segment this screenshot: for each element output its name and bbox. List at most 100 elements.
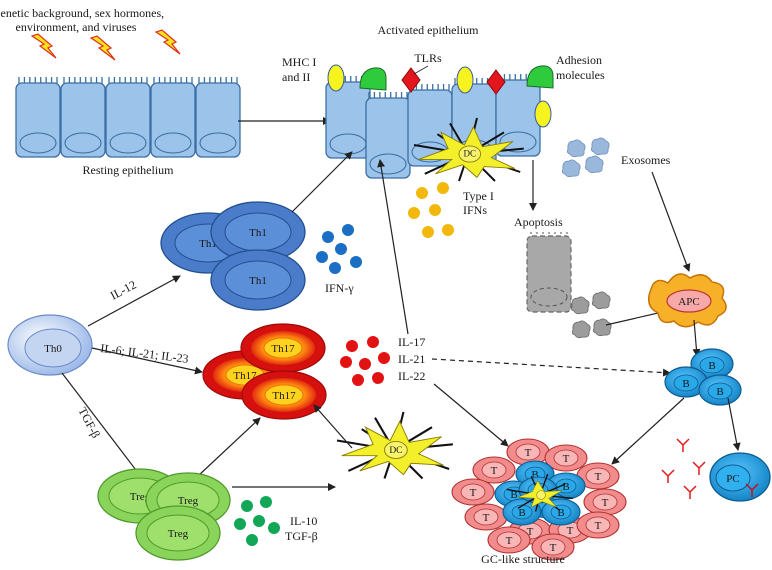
b-label: B: [518, 507, 525, 519]
b-cell-nucleus: [699, 356, 725, 374]
b-label: B: [531, 469, 538, 481]
t-label: T: [550, 542, 557, 554]
arrow-th0-to-th1: [87, 275, 181, 327]
dendritic-cell-top: DC: [413, 117, 524, 182]
resting-epithelial-cell: [150, 77, 196, 158]
cytokine-dot: [241, 500, 253, 512]
antibody-icon: [683, 485, 697, 499]
type1-ifn-label-line1: Type I: [463, 189, 494, 203]
antibody-icons: [661, 438, 759, 499]
t-cell-nucleus: [553, 449, 579, 467]
dc-label: DC: [464, 149, 477, 159]
cytokine-dot: [359, 358, 371, 370]
exosome: [566, 139, 586, 158]
adhesion-molecule-marker: [526, 65, 554, 89]
th1-label: Th1: [249, 275, 267, 287]
t-label: T: [483, 512, 490, 524]
tlrs-label: TLRs: [414, 51, 442, 65]
il10-dots: [234, 496, 280, 546]
arrow-b-to-pc: [727, 397, 741, 451]
cytokine-dot: [378, 352, 390, 364]
t-cell-nucleus: [496, 531, 522, 549]
exosome: [592, 318, 612, 337]
cytokine-dot: [260, 496, 272, 508]
resting-epithelial-cell: [195, 77, 241, 158]
t-label: T: [602, 497, 609, 509]
t-label: T: [563, 453, 570, 465]
th17-nucleus: [264, 384, 304, 406]
lightning-icon: [30, 33, 57, 59]
il21-label: IL-21: [398, 352, 425, 366]
cell-body: [150, 82, 196, 158]
cytokine-dot: [234, 518, 246, 530]
antibody-icon: [692, 461, 706, 475]
t-cell-nucleus: [585, 516, 611, 534]
microvilli: [153, 77, 193, 87]
tlrs-pointer: [413, 65, 429, 75]
cell-body: [526, 235, 572, 313]
exosome: [561, 159, 581, 178]
cell-nucleus: [530, 287, 568, 307]
th1-label: Th1: [249, 227, 267, 239]
il22-label: IL-22: [398, 369, 425, 383]
t-label: T: [506, 535, 513, 547]
arrow-th0-to-treg: [61, 372, 143, 479]
resting-epithelial-cell: [105, 77, 151, 158]
arrow-exosomes-to-apc: [651, 171, 691, 272]
dendritic-cell-bottom: DC: [336, 411, 454, 480]
cell-nucleus: [109, 132, 147, 154]
treg-nucleus: [146, 514, 210, 552]
activated-epithelial-cell: [407, 84, 453, 167]
dashed-arrow-il-to-b: [431, 358, 671, 377]
th17-label: Th17: [271, 343, 295, 355]
resting-epithelial-cell: [60, 77, 106, 158]
microvilli: [198, 77, 238, 87]
b-label: B: [562, 481, 569, 493]
ifn-gamma-label: IFN-γ: [325, 281, 354, 295]
apoptotic-cell: [526, 230, 572, 313]
antibody-icon: [676, 438, 690, 452]
cytokine-dot: [246, 534, 258, 546]
b-cell-nucleus: [550, 504, 572, 520]
dendritic-cell: DC: [413, 117, 524, 182]
arrow-th0-to-th17: [91, 347, 203, 375]
microvilli: [108, 77, 148, 87]
type1-ifn-label-line2: IFNs: [463, 203, 487, 217]
tgf-beta-arrow-label: TGF-β: [75, 405, 103, 441]
activated-epithelial-cell: [495, 74, 541, 157]
t-cell-nucleus: [585, 467, 611, 485]
cytokine-dot: [372, 372, 384, 384]
arrow-dc-to-th17: [313, 404, 353, 449]
t-label: T: [491, 465, 498, 477]
cell-nucleus: [199, 132, 237, 154]
t-label: T: [567, 525, 574, 537]
cytokine-dot: [367, 336, 379, 348]
th17-label: Th17: [233, 370, 257, 382]
microvilli: [368, 92, 408, 102]
mhc-label-line1: MHC I: [282, 55, 316, 69]
b-cell-nucleus: [673, 374, 699, 392]
il6-il21-il23-label: IL-6; IL-21; IL-23: [100, 341, 190, 366]
t-cell-nucleus: [592, 493, 618, 511]
il10-label: IL-10: [290, 514, 317, 528]
microvilli: [530, 230, 568, 238]
mhc-label-line2: and II: [282, 70, 310, 84]
exosome: [571, 320, 591, 339]
il17-dots: [340, 336, 390, 386]
resting-epithelium: [15, 77, 241, 158]
antibody-icon: [745, 483, 759, 497]
b-label: B: [708, 360, 715, 372]
cell-body: [105, 82, 151, 158]
il12-label: IL-12: [108, 277, 139, 302]
apoptosis-label: Apoptosis: [514, 215, 563, 229]
dendritic-cell: DC: [336, 411, 454, 480]
tgf-beta-treg-label: TGF-β: [285, 529, 318, 543]
exosome-cluster: [561, 137, 610, 178]
cell-body: [60, 82, 106, 158]
t-cell-nucleus: [540, 538, 566, 556]
cytokine-dot: [437, 182, 449, 194]
cytokine-dot: [429, 204, 441, 216]
